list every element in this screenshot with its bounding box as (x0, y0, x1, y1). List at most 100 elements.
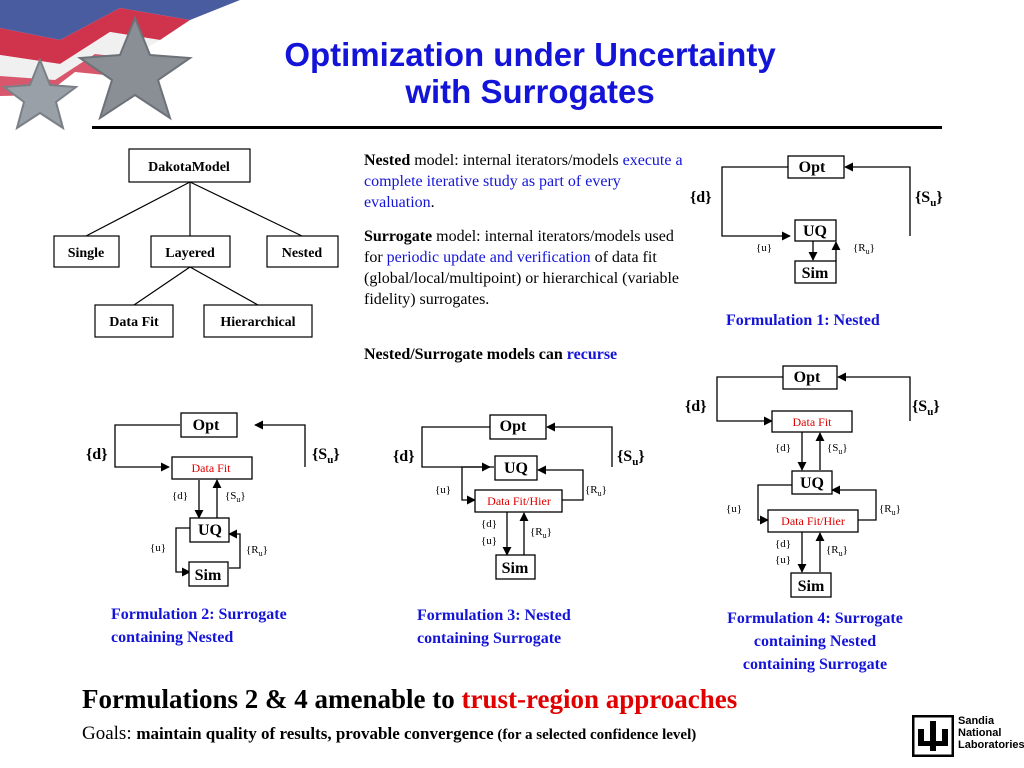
f1-opt-box (787, 155, 845, 179)
nested-highlight: execute a complete iterative study as pa… (364, 152, 683, 211)
dakotamodel-box (128, 148, 251, 183)
f2-sim-box (188, 561, 229, 587)
surrogate-description: Surrogate model: internal iterators/mode… (364, 226, 686, 310)
formulation-4-caption: Formulation 4: Surrogate containing Nest… (700, 607, 930, 676)
f4-sim-box (790, 572, 832, 598)
sandia-logo-line-1: Sandia (958, 715, 995, 727)
surrogate-text: model: internal iterators/models used fo… (364, 228, 674, 266)
f1-uq-label: UQ (803, 223, 827, 240)
formulation-2-diagram: Opt UQ Sim Data Fit {d} {Su} {d} {Su} {u… (86, 412, 340, 587)
f3-caption-line-2: containing Surrogate (417, 630, 562, 647)
f2-data-fit-box (171, 456, 253, 480)
f4-u-label: {u} (726, 503, 742, 515)
f4-data-fit-hier-label: Data Fit/Hier (781, 514, 845, 528)
f2-opt-label: Opt (193, 417, 220, 434)
f1-opt-label: Opt (799, 159, 826, 176)
data-fit-box (94, 304, 174, 338)
dakotamodel-label: DakotaModel (148, 160, 230, 175)
nested-term: Nested (364, 152, 411, 169)
f2-d-small-label: {d} (172, 490, 188, 502)
title-line-1: Optimization under Uncertainty (284, 36, 776, 73)
f3-sim-box (495, 554, 536, 580)
f2-uq-label: UQ (198, 522, 222, 539)
star-flag-logo-icon (0, 0, 240, 131)
f1-su-label: {Su} (915, 189, 943, 209)
f4-u-small-label: {u} (775, 554, 791, 566)
single-box (53, 235, 120, 268)
f2-opt-box (180, 412, 238, 438)
f4-data-fit-label: Data Fit (793, 415, 833, 429)
f3-u-small-label: {u} (481, 535, 497, 547)
surrogate-highlight: periodic update and verification (386, 249, 591, 266)
nested-period: . (430, 194, 435, 211)
f4-ru-small-label: {Ru} (826, 544, 848, 558)
f4-data-fit-box (771, 410, 853, 433)
f2-uq-box (189, 517, 230, 543)
sandia-thunderbird-icon (912, 715, 954, 757)
f4-su-small-label: {Su} (827, 442, 848, 456)
f2-ru-label: {Ru} (246, 544, 268, 558)
f3-data-fit-hier-label: Data Fit/Hier (487, 494, 551, 508)
f1-sim-label: Sim (802, 265, 829, 282)
f3-data-fit-hier-box (474, 489, 563, 513)
nested-text: model: internal iterators/models (410, 152, 623, 169)
f3-sim-label: Sim (502, 560, 529, 577)
slide-title: Optimization under Uncertainty with Surr… (180, 36, 880, 110)
formulation-3-diagram: Opt UQ Sim Data Fit/Hier {d} {Su} {u} {R… (393, 414, 645, 580)
sandia-logo-text: Sandia National Laboratories (958, 715, 1024, 751)
goals-qualifier: (for a selected confidence level) (493, 727, 697, 743)
f1-d-label: {d} (690, 189, 712, 206)
f4-uq-box (791, 470, 833, 495)
f2-data-fit-label: Data Fit (192, 461, 232, 475)
title-line-2: with Surrogates (405, 73, 655, 110)
conclusion-text: Formulations 2 & 4 amenable to (82, 684, 462, 714)
f4-data-fit-hier-box (767, 509, 859, 533)
f3-uq-label: UQ (504, 460, 528, 477)
f3-ru-small-label: {Ru} (530, 526, 552, 540)
f2-caption-line-2: containing Nested (111, 629, 234, 646)
layered-label: Layered (165, 246, 215, 261)
formulation-1-diagram: Opt UQ Sim {d} {Su} {u} {Ru} (690, 155, 943, 284)
f3-caption-line-1: Formulation 3: Nested (417, 607, 571, 624)
f2-caption-line-1: Formulation 2: Surrogate (111, 606, 287, 623)
sandia-logo-line-2: National (958, 727, 1002, 739)
f3-su-label: {Su} (617, 448, 645, 468)
hierarchical-label: Hierarchical (220, 315, 295, 330)
f2-su-small-label: {Su} (225, 490, 246, 504)
model-hierarchy-tree: DakotaModel Single Layered Nested Data F… (53, 148, 339, 338)
recurse-text: Nested/Surrogate models can (364, 346, 567, 363)
f4-d-small-label: {d} (775, 442, 791, 454)
data-fit-label: Data Fit (109, 315, 159, 330)
goals-statement: Goals: maintain quality of results, prov… (82, 723, 696, 745)
surrogate-text-end: of data fit (global/local/multipoint) or… (364, 249, 679, 308)
f4-opt-box (782, 365, 838, 390)
formulation-4-diagram: Opt UQ Sim Data Fit Data Fit/Hier {d} {S… (685, 365, 940, 598)
sandia-logo: Sandia National Laboratories (912, 713, 1024, 763)
goals-text: maintain quality of results, provable co… (136, 724, 494, 743)
conclusion-highlight: trust-region approaches (461, 684, 738, 714)
nested-label: Nested (282, 246, 323, 261)
f3-ru-label: {Ru} (585, 484, 607, 498)
nested-description: Nested model: internal iterators/models … (364, 150, 694, 213)
f3-u-label: {u} (435, 484, 451, 496)
f2-d-label: {d} (86, 446, 108, 463)
formulation-3-caption: Formulation 3: Nested containing Surroga… (417, 604, 571, 650)
f4-d-label: {d} (685, 398, 707, 415)
f4-su-label: {Su} (912, 398, 940, 418)
f3-d-small-label: {d} (481, 518, 497, 530)
goals-label: Goals: (82, 723, 137, 744)
f1-sim-box (794, 260, 837, 284)
f4-uq-label: UQ (800, 475, 824, 492)
conclusion-statement: Formulations 2 & 4 amenable to trust-reg… (82, 684, 737, 715)
f1-uq-box (794, 219, 837, 242)
f4-sim-label: Sim (798, 578, 825, 595)
recurse-highlight: recurse (566, 346, 618, 363)
f1-ru-label: {Ru} (853, 242, 875, 256)
sandia-logo-line-3: Laboratories (958, 739, 1024, 751)
title-divider (92, 126, 942, 129)
f2-su-label: {Su} (312, 446, 340, 466)
f4-opt-label: Opt (794, 369, 821, 386)
formulation-2-caption: Formulation 2: Surrogate containing Nest… (111, 603, 287, 649)
f1-u-label: {u} (756, 242, 772, 254)
f4-d-small-label-2: {d} (775, 538, 791, 550)
